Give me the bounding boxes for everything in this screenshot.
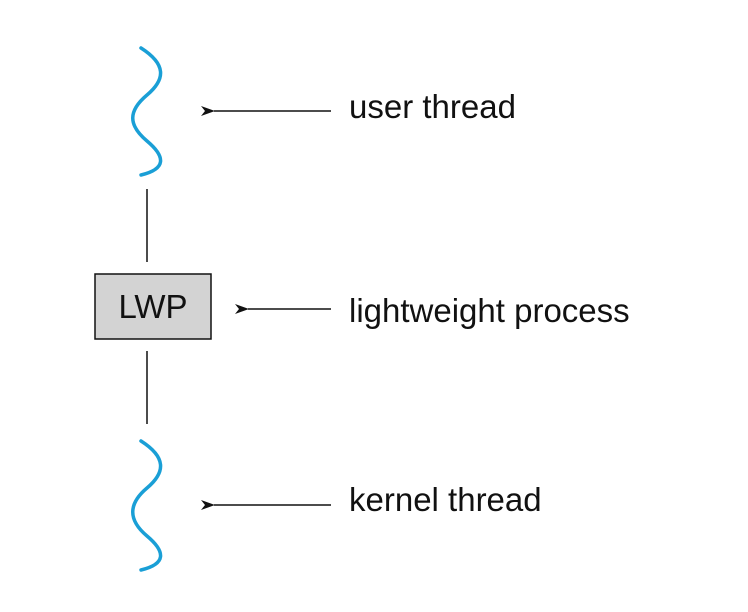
lightweight-process-label: lightweight process (349, 292, 630, 329)
kernel-thread-wave-icon (131, 439, 163, 572)
lwp-box-label: LWP (118, 288, 187, 325)
user-thread-label: user thread (349, 88, 516, 125)
user-thread-wave-icon (131, 46, 163, 177)
lwp-box: LWP (94, 273, 212, 340)
kernel-thread-label: kernel thread (349, 481, 542, 518)
